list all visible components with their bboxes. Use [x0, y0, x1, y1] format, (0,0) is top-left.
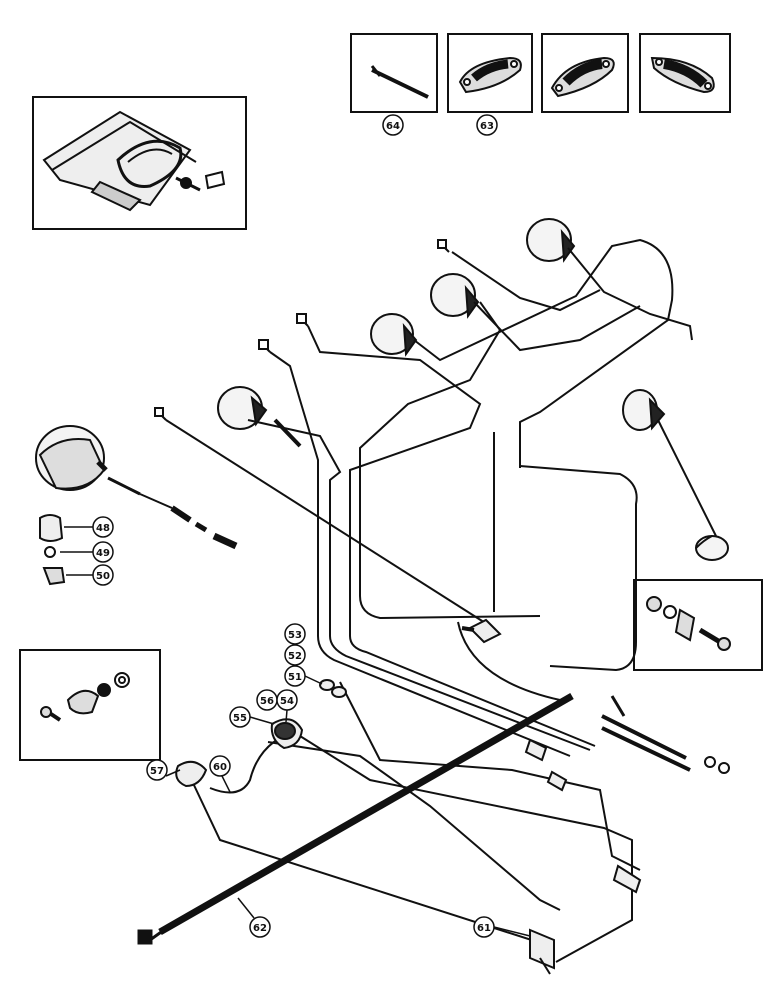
gauge-right [622, 389, 666, 431]
callout-57: 57 [146, 759, 181, 781]
bulb-mid-left [258, 339, 271, 353]
callouts: 48 49 50 53 52 51 56 [60, 114, 531, 938]
connector-48 [39, 514, 64, 542]
svg-text:64: 64 [386, 121, 400, 132]
callout-64: 64 [382, 114, 404, 136]
svg-text:50: 50 [96, 571, 110, 582]
svg-text:63: 63 [480, 121, 494, 132]
parts-boxes-top [350, 33, 731, 113]
callout-56: 56 [256, 689, 278, 711]
callout-48: 48 [64, 516, 114, 538]
switch-cluster [175, 679, 347, 788]
svg-text:62: 62 [253, 923, 267, 934]
hardware-kit-box [32, 96, 247, 230]
callout-54: 54 [276, 689, 298, 723]
callout-55: 55 [229, 706, 275, 728]
callout-53: 53 [284, 623, 306, 645]
gauge-lower [217, 386, 268, 430]
callout-62: 62 [237, 897, 271, 938]
callout-50: 50 [66, 564, 114, 586]
callout-61: 61 [473, 916, 531, 938]
bulb-mid [296, 313, 309, 327]
indicator-lamp-right [695, 535, 729, 561]
connector-plugs-right [524, 695, 730, 894]
sender-plugs [39, 239, 450, 586]
svg-text:61: 61 [477, 923, 491, 934]
svg-text:48: 48 [96, 523, 110, 534]
cable-tie-box [350, 33, 438, 113]
harness-trunk [137, 692, 574, 945]
bulb-top-left [154, 407, 167, 421]
elbow-50 [42, 567, 66, 586]
svg-text:54: 54 [280, 696, 294, 707]
svg-text:56: 56 [260, 696, 274, 707]
clamp-box-3 [639, 33, 731, 113]
svg-text:55: 55 [233, 713, 247, 724]
junction-block [461, 618, 502, 644]
svg-text:52: 52 [288, 651, 302, 662]
inset-box-right [633, 579, 763, 671]
bracket-61 [529, 928, 555, 975]
callout-49: 49 [60, 541, 114, 563]
harness-wires [165, 238, 717, 963]
sender-cable-assembly [107, 418, 302, 550]
callout-52: 52 [284, 644, 306, 666]
svg-text:60: 60 [213, 762, 227, 773]
svg-text:51: 51 [288, 672, 302, 683]
clamp-box-1 [447, 33, 533, 113]
svg-text:53: 53 [288, 630, 302, 641]
clamp-box-2 [541, 33, 629, 113]
gauge-top [526, 218, 576, 263]
gauge-large-left [35, 425, 108, 491]
gauge-upper-middle [430, 273, 480, 319]
svg-text:49: 49 [96, 548, 110, 559]
gauge-middle [370, 313, 418, 357]
washer-49 [44, 546, 56, 558]
bulb-top [437, 239, 450, 253]
callout-51: 51 [284, 665, 323, 687]
callout-63: 63 [476, 114, 498, 136]
inset-box-left [19, 649, 161, 761]
callout-60: 60 [209, 755, 231, 793]
gauges [35, 218, 729, 561]
svg-text:57: 57 [150, 766, 164, 777]
